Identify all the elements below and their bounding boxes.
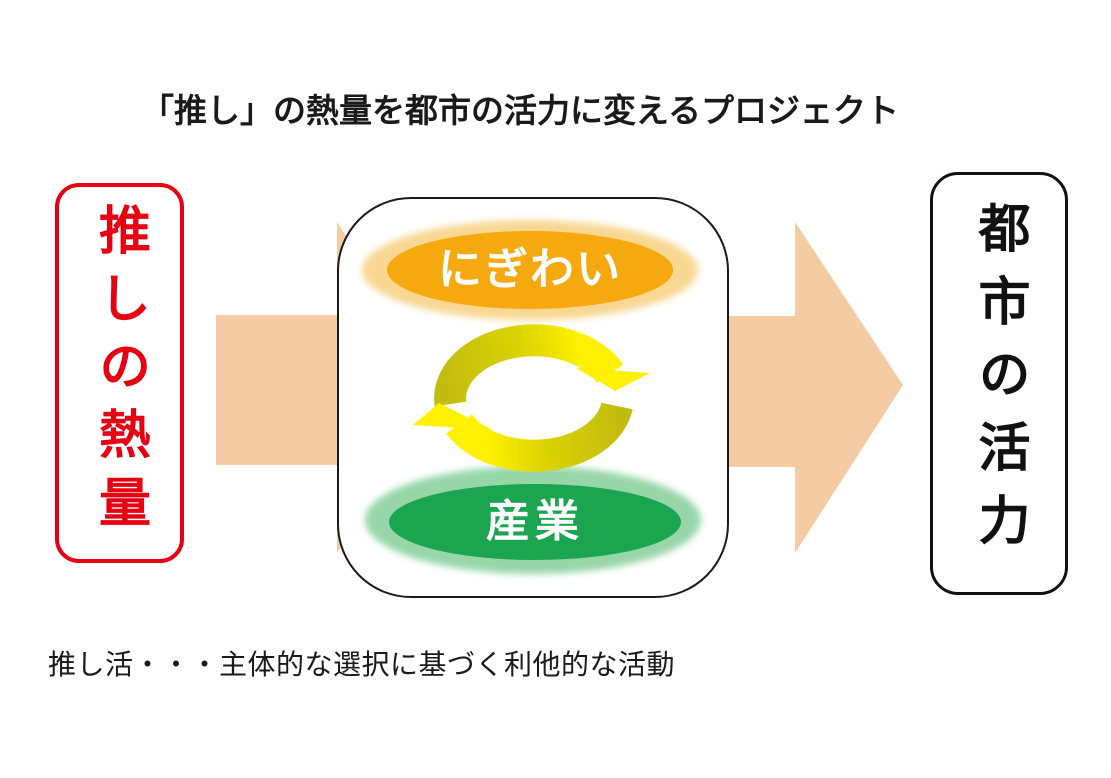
sangyo-ellipse: 産業 [389, 484, 681, 560]
slide-title: 「推し」の熱量を都市の活力に変えるプロジェクト [140, 92, 899, 129]
cycle-arrow-top-arc [434, 324, 624, 407]
cycle-arrows-icon [413, 324, 650, 472]
oshi-heat-label: 推しの熱量 [90, 203, 149, 543]
cycle-arrow-bottom-arc [446, 401, 633, 472]
city-vitality-label: 都市の活力 [970, 201, 1028, 566]
city-vitality-box: 都市の活力 [930, 172, 1068, 595]
nigiwai-label: にぎわい [438, 245, 622, 294]
sangyo-label: 産業 [486, 497, 584, 546]
cycle-arrowhead-left-icon [413, 403, 493, 430]
nigiwai-ellipse: にぎわい [387, 231, 673, 309]
oshi-heat-box: 推しの熱量 [55, 183, 184, 563]
cycle-box: にぎわい 産業 [337, 197, 729, 598]
oshikatsu-footnote: 推し活・・・主体的な選択に基づく利他的な活動 [48, 649, 676, 680]
cycle-arrowhead-right-icon [576, 368, 650, 391]
right-flow-arrow-icon [726, 222, 903, 553]
